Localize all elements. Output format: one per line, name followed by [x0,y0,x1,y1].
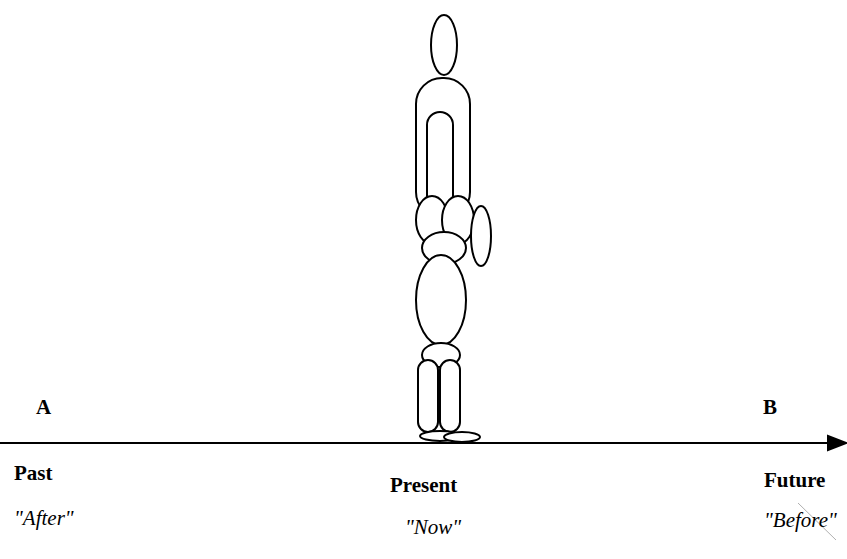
figure-shin [418,360,438,432]
figure-hand [471,206,491,266]
figure-thigh [416,255,466,345]
figure-shin [440,360,460,432]
time-label: Past [14,462,53,485]
figure-foot [444,432,480,442]
timeline-line [0,442,832,444]
quoted-word: "After" [14,507,74,530]
quoted-word: "Before" [764,509,837,532]
point-letter: A [36,396,51,419]
time-label: Present [390,474,457,497]
time-label: Future [764,469,825,492]
figure-head [431,15,457,75]
quoted-word: "Now" [405,516,461,539]
arrow-head [828,436,846,450]
point-letter: B [763,396,777,419]
